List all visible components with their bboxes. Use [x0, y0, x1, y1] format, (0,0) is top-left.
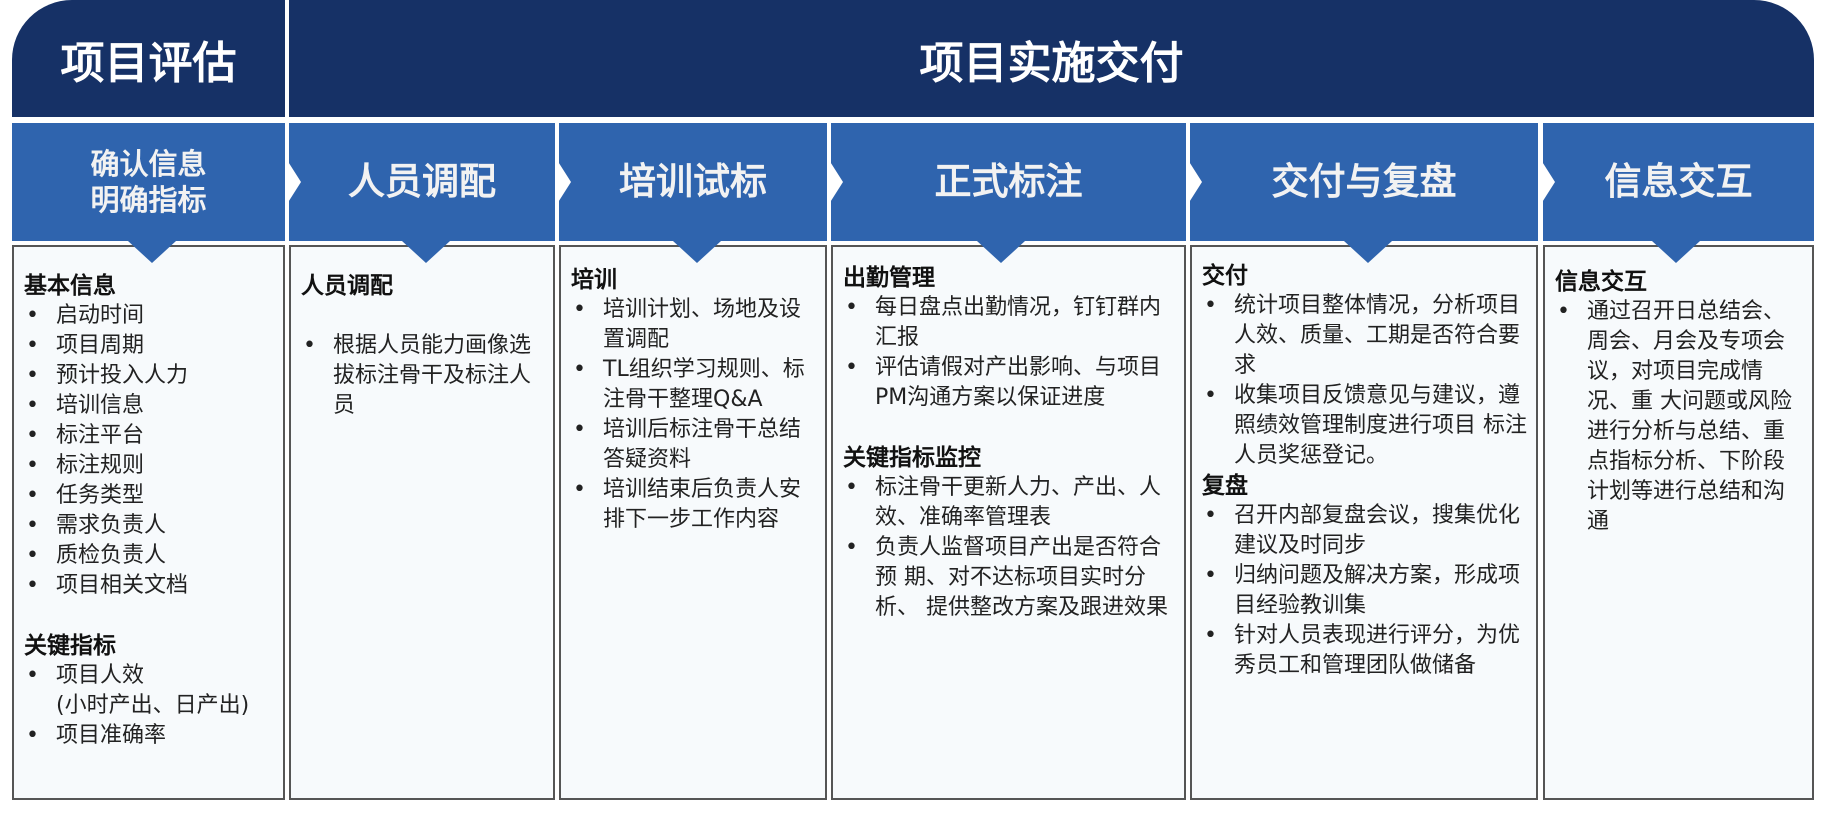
list-item: 项目相关文档	[24, 571, 275, 601]
pointer-icon	[1344, 241, 1392, 263]
section-title: 交付	[1202, 263, 1248, 289]
section-title: 复盘	[1202, 473, 1248, 499]
list-item: 每日盘点出勤情况，钉钉群内汇报	[843, 293, 1176, 353]
list-item: 标注规则	[24, 451, 275, 481]
card-training: 培训培训计划、场地及设置调配TL组织学习规则、标注骨干整理Q&A培训后标注骨干总…	[559, 245, 827, 800]
list-item: 任务类型	[24, 481, 275, 511]
card-evaluation: 基本信息启动时间项目周期预计投入人力培训信息标注平台标注规则任务类型需求负责人质…	[12, 245, 285, 800]
section-title: 出勤管理	[843, 265, 935, 291]
list-item: 启动时间	[24, 301, 275, 331]
phase-training: 培训试标	[559, 123, 827, 241]
list-item: 收集项目反馈意见与建议，遵照绩效管理制度进行项目 标注人员奖惩登记。	[1202, 381, 1528, 471]
list-item: 培训计划、场地及设置调配	[571, 295, 817, 355]
list-item: 培训后标注骨干总结答疑资料	[571, 415, 817, 475]
header-project-evaluation: 项目评估	[12, 0, 285, 117]
chevron-arrow-icon	[829, 160, 843, 204]
chevron-arrow-icon	[1541, 160, 1555, 204]
section-title: 培训	[571, 267, 617, 293]
pointer-icon	[128, 241, 176, 263]
list-item: 标注骨干更新人力、产出、人效、准确率管理表	[843, 473, 1176, 533]
chevron-arrow-icon	[557, 160, 571, 204]
pointer-icon	[1652, 241, 1700, 263]
list-item: 项目准确率	[24, 721, 275, 751]
list-item: 标注平台	[24, 421, 275, 451]
list-item: 需求负责人	[24, 511, 275, 541]
list-item: 根据人员能力画像选拔标注骨干及标注人员	[301, 331, 545, 421]
pointer-icon	[977, 241, 1025, 263]
card-annotation: 出勤管理每日盘点出勤情况，钉钉群内汇报评估请假对产出影响、与项目PM沟通方案以保…	[831, 245, 1186, 800]
header-project-delivery: 项目实施交付	[289, 0, 1814, 117]
list-item: 针对人员表现进行评分，为优秀员工和管理团队做储备	[1202, 621, 1528, 681]
phase-info-exchange: 信息交互	[1543, 123, 1814, 241]
section-title: 信息交互	[1555, 269, 1647, 295]
list-item: 召开内部复盘会议，搜集优化建议及时同步	[1202, 501, 1528, 561]
phase-confirm-info: 确认信息明确指标	[12, 123, 285, 241]
list-item: 负责人监督项目产出是否符合预 期、对不达标项目实时分析、 提供整改方案及跟进效果	[843, 533, 1176, 623]
list-item: 项目周期	[24, 331, 275, 361]
section-title: 关键指标监控	[843, 445, 981, 471]
list-item: 培训信息	[24, 391, 275, 421]
section-title: 人员调配	[301, 273, 393, 299]
section-title: 基本信息	[24, 273, 116, 299]
phase-label: 确认信息	[90, 146, 207, 181]
pointer-icon	[402, 241, 450, 263]
list-item: 评估请假对产出影响、与项目PM沟通方案以保证进度	[843, 353, 1176, 413]
card-info-exchange: 信息交互通过召开日总结会、周会、月会及专项会议，对项目完成情况、重 大问题或风险…	[1543, 245, 1814, 800]
list-item: 质检负责人	[24, 541, 275, 571]
list-item: 培训结束后负责人安排下一步工作内容	[571, 475, 817, 535]
list-item: TL组织学习规则、标注骨干整理Q&A	[571, 355, 817, 415]
chevron-arrow-icon	[287, 160, 301, 204]
pointer-icon	[673, 241, 721, 263]
list-item: 归纳问题及解决方案，形成项目经验教训集	[1202, 561, 1528, 621]
list-item: 通过召开日总结会、周会、月会及专项会议，对项目完成情况、重 大问题或风险进行分析…	[1555, 297, 1804, 537]
list-item: 项目人效 (小时产出、日产出)	[24, 661, 275, 721]
section-title: 关键指标	[24, 633, 116, 659]
phase-delivery-review: 交付与复盘	[1190, 123, 1538, 241]
list-item: 预计投入人力	[24, 361, 275, 391]
phase-annotation: 正式标注	[831, 123, 1186, 241]
chevron-arrow-icon	[1188, 160, 1202, 204]
card-delivery-review: 交付统计项目整体情况，分析项目人效、质量、工期是否符合要求收集项目反馈意见与建议…	[1190, 245, 1538, 800]
list-item: 统计项目整体情况，分析项目人效、质量、工期是否符合要求	[1202, 291, 1528, 381]
phase-staffing: 人员调配	[289, 123, 555, 241]
phase-label: 明确指标	[90, 183, 207, 217]
card-staffing: 人员调配根据人员能力画像选拔标注骨干及标注人员	[289, 245, 555, 800]
